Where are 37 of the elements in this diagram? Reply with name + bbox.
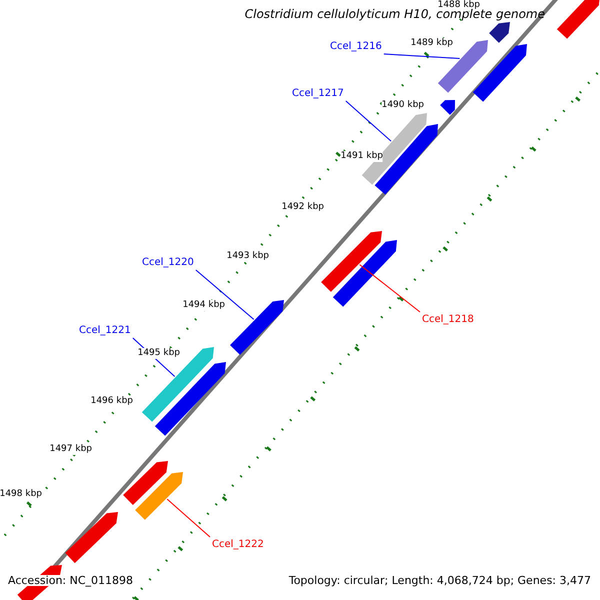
gene-feature [135,472,183,520]
genome-info-text: Topology: circular; Length: 4,068,724 bp; Genes: 3,477 [288,575,591,586]
scale-label: 1498 kbp [0,489,42,500]
title: Clostridium cellulolyticum H10, complete genome [244,9,545,20]
scale-label: 1494 kbp [182,300,225,311]
scale-label: 1496 kbp [90,396,133,407]
leader-line [359,264,420,312]
gene-feature [321,231,382,292]
gene-label: Ccel_1222 [212,539,264,550]
gene-label: Ccel_1218 [422,314,474,325]
accession-text: Accession: NC_011898 [8,575,134,586]
scale-label: 1497 kbp [50,444,92,455]
leader-line [345,100,392,142]
scale-label: 1492 kbp [282,202,324,213]
scale-label: 1493 kbp [226,251,269,262]
gene-feature [230,300,284,355]
leader-line [383,54,460,60]
gene-feature [440,100,455,115]
gene-label: Ccel_1221 [79,325,131,336]
scale-label: 1495 kbp [138,348,180,359]
gene-feature [438,40,488,93]
gene-label: Ccel_1217 [292,88,344,99]
scale-label: 1488 kbp [438,0,480,11]
gene-label: Ccel_1216 [330,41,382,52]
gene-feature [556,0,600,39]
gene-feature [472,44,527,102]
leader-line [195,270,254,320]
scale-label: 1491 kbp [340,151,383,162]
gene-feature [332,240,397,307]
scale-label: 1490 kbp [382,100,424,111]
leader-line [166,498,210,538]
gene-feature [65,512,118,564]
gene-feature [123,461,168,505]
gene-feature [362,113,427,185]
scale-label: 1489 kbp [410,38,453,49]
gene-feature [154,362,226,436]
gene-label: Ccel_1220 [142,257,194,268]
